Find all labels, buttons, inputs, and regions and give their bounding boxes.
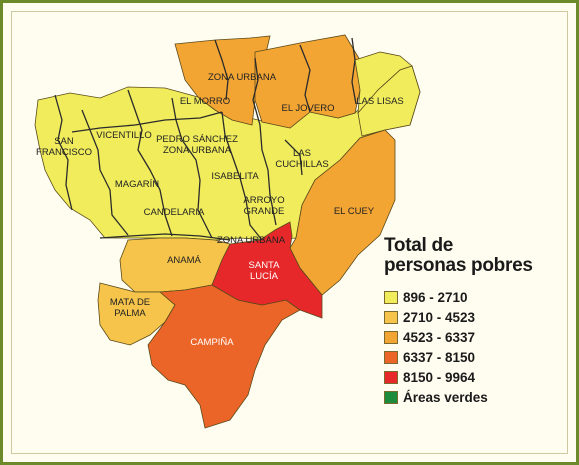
legend-label: 4523 - 6337 [403,330,476,345]
region-labels: ZONA URBANA EL MORRO EL JOVERO LAS LISAS SAN… [36,72,404,348]
legend-item: 6337 - 8150 [384,348,533,367]
region-label-zona-urbana-north: ZONA URBANA [208,72,277,83]
legend-label: 6337 - 8150 [403,350,476,365]
region-label-isabelita: ISABELITA [211,171,259,182]
legend-swatch [384,371,398,384]
region-label-vicentillo: VICENTILLO [96,130,151,141]
river-line [99,233,231,241]
legend-label: Áreas verdes [403,390,488,405]
map-inner-border [11,11,568,454]
legend-items: 896 - 2710 2710 - 4523 4523 - 6337 6337 - 8… [384,288,533,407]
river-lines [54,37,357,241]
river-line [351,37,357,105]
river-line [299,44,311,113]
river-line [54,94,73,211]
legend: Total de personas pobres 896 - 2710 2710 … [384,236,533,408]
legend-title-line1: Total de [384,235,454,256]
river-line [221,111,263,241]
region-santa-lucia[interactable] [211,221,323,319]
legend-title-line2: personas pobres [384,255,533,276]
legend-item: 896 - 2710 [384,288,533,307]
region-label-el-jovero: EL JOVERO [282,103,335,114]
legend-swatch [384,391,398,404]
legend-item: 4523 - 6337 [384,328,533,347]
legend-item: 8150 - 9964 [384,368,533,387]
river-line [71,111,223,133]
river-line [284,139,303,176]
region-label-campina: CAMPIÑA [190,337,234,348]
region-label-las-lisas: LAS LISAS [356,96,404,107]
region-label-anama: ANAMÁ [167,255,201,266]
region-label-el-cuey: EL CUEY [334,206,375,217]
region-mata-de-palma[interactable] [97,282,176,346]
legend-title: Total de personas pobres [384,236,533,276]
region-shapes [34,34,421,429]
legend-label: 2710 - 4523 [403,310,476,325]
legend-item: Áreas verdes [384,388,533,407]
legend-swatch [384,331,398,344]
river-line [252,57,277,226]
river-line [214,39,229,101]
region-label-magarin: MAGARÍN [115,179,159,190]
legend-swatch [384,351,398,364]
region-label-zona-urbana-south: ZONA URBANA [217,235,286,246]
region-label-el-morro: EL MORRO [180,96,230,107]
region-label-candelaria: CANDELARIA [144,207,205,218]
region-las-lisas-east[interactable] [357,65,421,137]
region-el-morro[interactable] [174,35,271,126]
legend-item: 2710 - 4523 [384,308,533,327]
river-line [127,89,173,237]
legend-label: 896 - 2710 [403,290,468,305]
legend-swatch [384,291,398,304]
legend-swatch [384,311,398,324]
legend-label: 8150 - 9964 [403,370,476,385]
